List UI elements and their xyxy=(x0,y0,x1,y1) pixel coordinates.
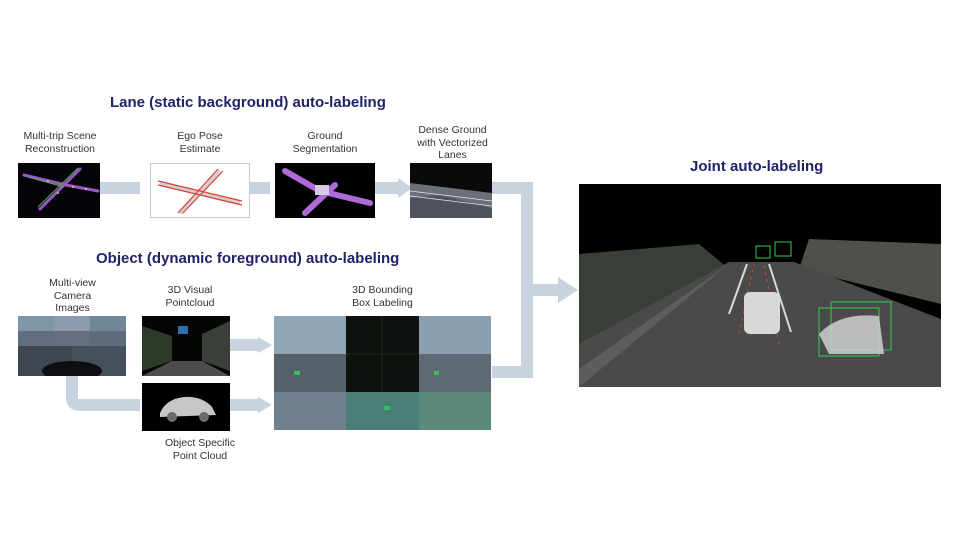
arrow-head-icon xyxy=(558,277,578,303)
lane-step-label-ego-pose: Ego Pose Estimate xyxy=(177,130,223,155)
ground-segmentation-image xyxy=(275,163,375,218)
ego-pose-estimate-image xyxy=(150,163,250,218)
object-specific-point-cloud-image xyxy=(142,383,230,431)
object-step-label-object-cloud: Object Specific Point Cloud xyxy=(164,437,236,462)
arrow-head-icon xyxy=(258,397,272,413)
arrow-head-icon xyxy=(258,337,272,353)
lane-step-label-ground-seg: Ground Segmentation xyxy=(292,130,358,155)
joint-auto-labeling-image xyxy=(579,184,941,387)
dense-ground-vectorized-lanes-image xyxy=(410,163,492,218)
camera-to-object-connector xyxy=(66,372,140,411)
lane-step-label-reconstruction: Multi-trip Scene Reconstruction xyxy=(23,130,97,155)
object-merge-connector xyxy=(492,290,533,378)
lane-merge-connector xyxy=(492,182,560,296)
multi-view-camera-images xyxy=(18,316,126,376)
arrow-head-icon xyxy=(398,178,412,198)
lane-step-label-dense-ground: Dense Ground with Vectorized Lanes xyxy=(417,124,488,161)
object-step-label-pointcloud: 3D Visual Pointcloud xyxy=(165,284,215,309)
object-step-label-camera: Multi-view Camera Images xyxy=(49,277,96,314)
3d-bounding-box-labeling-image xyxy=(274,316,491,430)
object-step-label-bbox: 3D Bounding Box Labeling xyxy=(352,284,413,309)
lane-section-title: Lane (static background) auto-labeling xyxy=(110,94,386,111)
joint-section-title: Joint auto-labeling xyxy=(690,158,824,175)
object-section-title: Object (dynamic foreground) auto-labelin… xyxy=(96,250,400,267)
multi-trip-reconstruction-image xyxy=(18,163,100,218)
3d-visual-pointcloud-image xyxy=(142,316,230,376)
